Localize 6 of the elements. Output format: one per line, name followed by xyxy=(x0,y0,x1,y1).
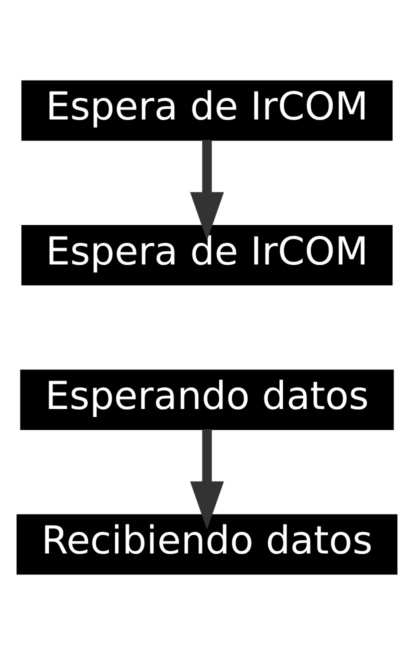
node-box: Espera de IrCOM xyxy=(21,224,393,285)
node-box: Recibiendo datos xyxy=(16,514,398,574)
node-box: Esperando datos xyxy=(20,369,394,430)
node-box: Espera de IrCOM xyxy=(21,80,393,140)
arrow xyxy=(190,428,224,530)
arrow xyxy=(190,139,224,240)
